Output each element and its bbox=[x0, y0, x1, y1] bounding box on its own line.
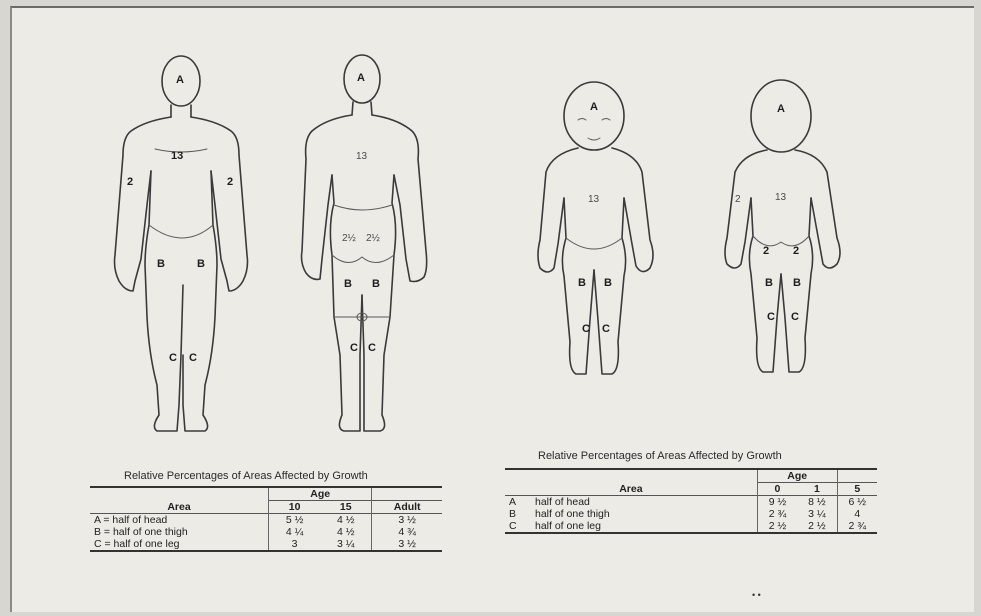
child-table-col-1: 1 bbox=[797, 483, 837, 496]
page-mark: • • bbox=[752, 590, 761, 600]
adult-table-col-15: 15 bbox=[320, 501, 372, 514]
adult-back-label-head: A bbox=[357, 72, 365, 84]
child-front-label-head: A bbox=[590, 101, 598, 113]
table-row: C = half of one leg 3 3 ¼ 3 ½ bbox=[90, 538, 442, 551]
child-cell: 8 ½ bbox=[797, 496, 837, 509]
adult-back-label-thigh-right: B bbox=[372, 278, 380, 290]
table-row: B = half of one thigh 4 ¼ 4 ½ 4 ¾ bbox=[90, 526, 442, 538]
child-cell: 6 ½ bbox=[837, 496, 877, 509]
child-front-label-thigh-left: B bbox=[578, 277, 586, 289]
child-table-age-header: Age bbox=[757, 469, 837, 483]
adult-front-label-leg-right: C bbox=[189, 352, 197, 364]
adult-front-label-leg-left: C bbox=[169, 352, 177, 364]
child-cell: 2 ¾ bbox=[837, 520, 877, 533]
child-front-label-leg-right: C bbox=[602, 323, 610, 335]
adult-cell: 3 bbox=[269, 538, 321, 551]
child-cell: 2 ¾ bbox=[757, 508, 797, 520]
child-front-label-leg-left: C bbox=[582, 323, 590, 335]
adult-back-label-trunk: 13 bbox=[356, 151, 368, 162]
adult-table-col-adult: Adult bbox=[372, 501, 442, 514]
adult-front-label-arm-left: 2 bbox=[127, 176, 133, 188]
child-table-title: Relative Percentages of Areas Affected b… bbox=[538, 450, 782, 462]
adult-front-label-thigh-right: B bbox=[197, 258, 205, 270]
child-cell: 9 ½ bbox=[757, 496, 797, 509]
child-back-label-leg-right: C bbox=[791, 311, 799, 323]
child-table: Area Age 0 1 5 A half of head 9 ½ 8 ½ 6 … bbox=[505, 468, 877, 534]
child-back-figure: A 13 2 2 2 B B C C bbox=[715, 78, 855, 383]
adult-cell: 3 ½ bbox=[372, 514, 442, 527]
child-row-letter: C bbox=[505, 520, 531, 533]
child-back-label-buttock-left: 2 bbox=[763, 245, 769, 257]
child-front-label-thigh-right: B bbox=[604, 277, 612, 289]
child-back-label-buttock-right: 2 bbox=[793, 245, 799, 257]
adult-cell: 4 ½ bbox=[320, 514, 372, 527]
child-cell: 3 ¼ bbox=[797, 508, 837, 520]
adult-back-figure: A 13 2½ 2½ B B C C bbox=[292, 55, 452, 450]
child-cell: 2 ½ bbox=[797, 520, 837, 533]
child-back-label-thigh-left: B bbox=[765, 277, 773, 289]
adult-table-title: Relative Percentages of Areas Affected b… bbox=[124, 470, 368, 482]
child-table-area-header: Area bbox=[505, 469, 757, 496]
adult-row-area: B = half of one thigh bbox=[90, 526, 269, 538]
child-row-letter: B bbox=[505, 508, 531, 520]
table-row: A half of head 9 ½ 8 ½ 6 ½ bbox=[505, 496, 877, 509]
child-back-label-arm-left: 2 bbox=[735, 194, 741, 205]
adult-table-age-header: Age bbox=[269, 487, 372, 501]
adult-table: Area Age 10 15 Adult A = half of head 5 … bbox=[90, 486, 442, 552]
adult-back-label-thigh-left: B bbox=[344, 278, 352, 290]
child-back-label-trunk: 13 bbox=[775, 192, 787, 203]
adult-front-figure: A 13 2 2 B B C C bbox=[105, 55, 265, 450]
adult-back-label-buttock-right: 2½ bbox=[366, 233, 381, 244]
child-cell: 2 ½ bbox=[757, 520, 797, 533]
adult-cell: 3 ¼ bbox=[320, 538, 372, 551]
child-back-label-leg-left: C bbox=[767, 311, 775, 323]
adult-back-label-leg-left: C bbox=[350, 342, 358, 354]
adult-front-label-arm-right: 2 bbox=[227, 176, 233, 188]
adult-table-col-10: 10 bbox=[269, 501, 321, 514]
child-row-area: half of one thigh bbox=[531, 508, 757, 520]
child-cell: 4 bbox=[837, 508, 877, 520]
child-front-label-trunk: 13 bbox=[588, 194, 600, 205]
adult-cell: 3 ½ bbox=[372, 538, 442, 551]
table-row: B half of one thigh 2 ¾ 3 ¼ 4 bbox=[505, 508, 877, 520]
adult-front-label-trunk: 13 bbox=[171, 150, 183, 162]
table-row: C half of one leg 2 ½ 2 ½ 2 ¾ bbox=[505, 520, 877, 533]
adult-front-label-thigh-left: B bbox=[157, 258, 165, 270]
child-back-label-thigh-right: B bbox=[793, 277, 801, 289]
child-back-label-head: A bbox=[777, 103, 785, 115]
child-front-figure: A 13 B B C C bbox=[530, 80, 670, 385]
adult-back-label-leg-right: C bbox=[368, 342, 376, 354]
adult-row-area: C = half of one leg bbox=[90, 538, 269, 551]
table-row: A = half of head 5 ½ 4 ½ 3 ½ bbox=[90, 514, 442, 527]
adult-cell: 5 ½ bbox=[269, 514, 321, 527]
adult-cell: 4 ½ bbox=[320, 526, 372, 538]
adult-table-area-header: Area bbox=[90, 487, 269, 514]
child-row-letter: A bbox=[505, 496, 531, 509]
adult-front-label-head: A bbox=[176, 74, 184, 86]
adult-cell: 4 ¾ bbox=[372, 526, 442, 538]
child-row-area: half of head bbox=[531, 496, 757, 509]
adult-row-area: A = half of head bbox=[90, 514, 269, 527]
child-row-area: half of one leg bbox=[531, 520, 757, 533]
child-table-col-0: 0 bbox=[757, 483, 797, 496]
adult-cell: 4 ¼ bbox=[269, 526, 321, 538]
child-table-col-5: 5 bbox=[837, 483, 877, 496]
adult-back-label-buttock-left: 2½ bbox=[342, 233, 357, 244]
